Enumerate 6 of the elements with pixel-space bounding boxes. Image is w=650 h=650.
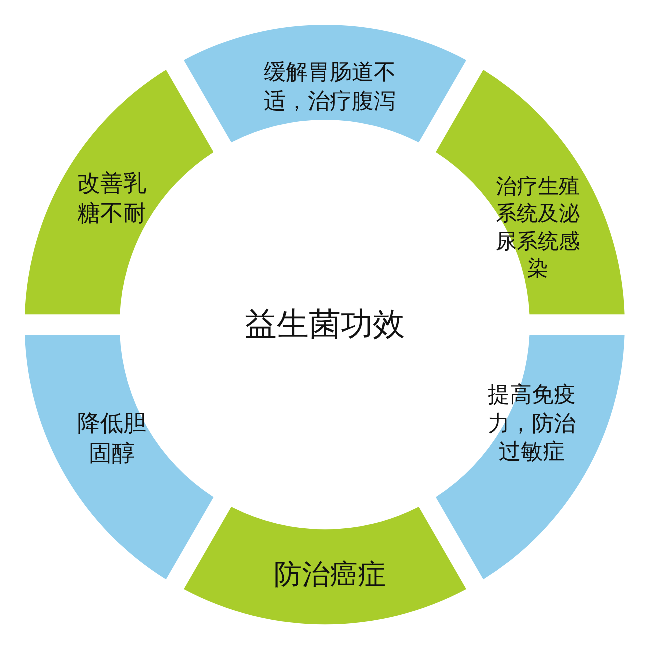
segment-label: 提高免疫力，防治过敏症 (486, 382, 577, 468)
segment-label: 缓解胃肠道不适，治疗腹泻 (262, 59, 397, 116)
segment-label: 改善乳糖不耐 (76, 170, 148, 229)
center-title: 益生菌功效 (245, 304, 405, 345)
segment-label: 防治癌症 (272, 556, 387, 593)
segment-label: 降低胆固醇 (76, 410, 148, 469)
